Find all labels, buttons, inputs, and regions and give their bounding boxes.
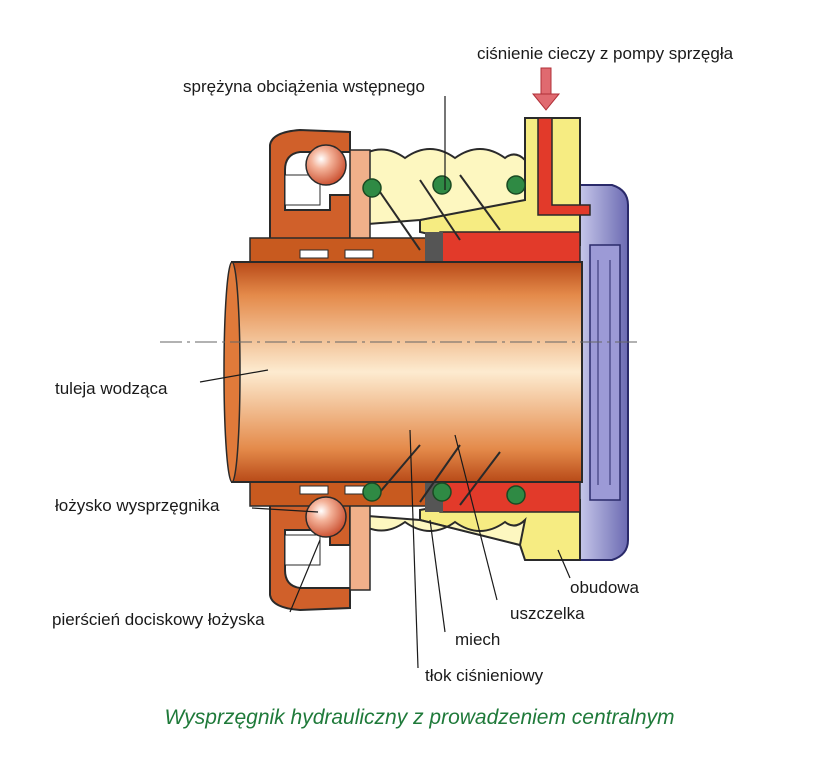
guide-sleeve	[160, 261, 640, 483]
blue-cover	[574, 184, 629, 561]
label-bearing-ring: pierścień dociskowy łożyska	[52, 610, 265, 629]
piston	[249, 231, 581, 513]
pressure-arrow	[531, 67, 561, 111]
o-rings	[362, 175, 526, 505]
label-guide-sleeve: tuleja wodząca	[55, 379, 168, 398]
label-bellows: miech	[455, 630, 501, 649]
label-preload-spring: sprężyna obciążenia wstępnego	[183, 77, 425, 96]
diagram-caption: Wysprzęgnik hydrauliczny z prowadzeniem …	[164, 706, 675, 729]
label-housing: obudowa	[570, 578, 640, 597]
label-pressure: ciśnienie cieczy z pompy sprzęgła	[477, 44, 734, 63]
bearing-balls	[305, 144, 347, 538]
label-pressure-piston: tłok ciśnieniowy	[425, 666, 544, 685]
leader-lines	[199, 96, 571, 669]
preload-spring	[379, 174, 501, 506]
label-seal: uszczelka	[510, 604, 585, 623]
label-release-bearing: łożysko wysprzęgnika	[55, 496, 220, 515]
